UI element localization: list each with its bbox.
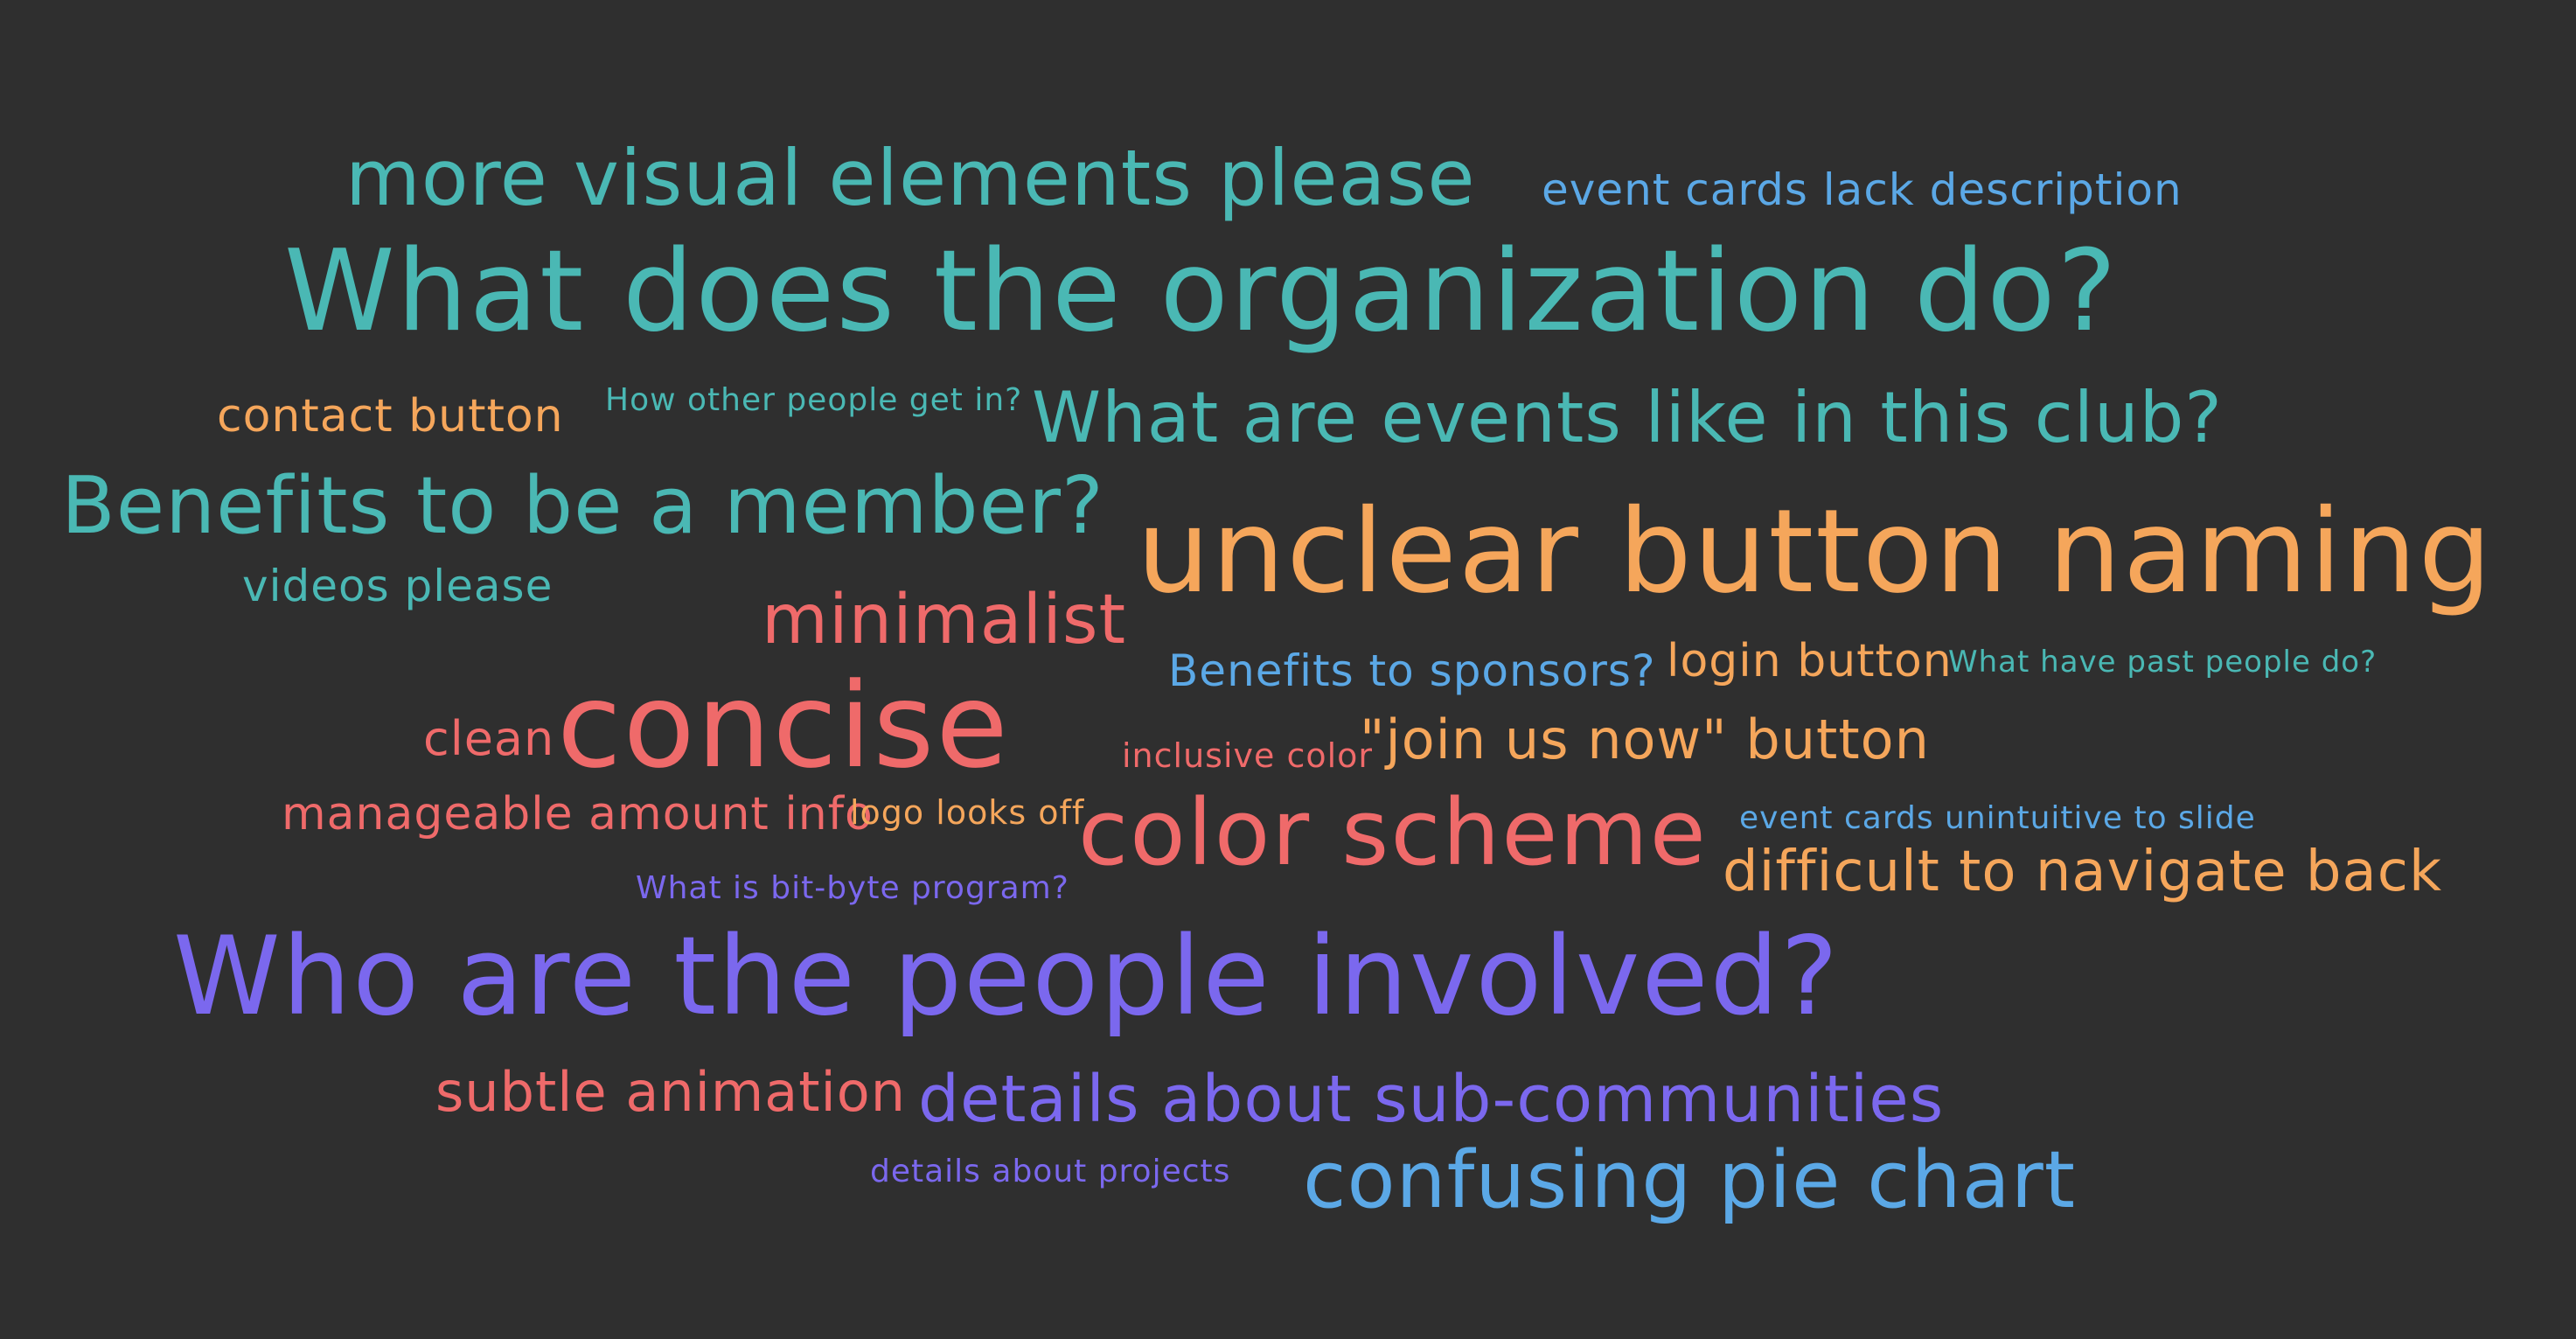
word-what-have-past-people-do: What have past people do? [1948, 645, 2378, 680]
word-clean: clean [423, 711, 555, 766]
word-more-visual-elements: more visual elements please [345, 133, 1476, 223]
word-minimalist: minimalist [762, 581, 1127, 659]
word-videos-please: videos please [242, 561, 553, 611]
word-color-scheme: color scheme [1078, 779, 1708, 886]
word-confusing-pie-chart: confusing pie chart [1303, 1134, 2077, 1226]
word-difficult-to-navigate-back: difficult to navigate back [1723, 840, 2442, 904]
word-how-other-people-get-in: How other people get in? [605, 382, 1023, 418]
word-what-is-bit-byte-program: What is bit-byte program? [636, 870, 1069, 906]
word-who-are-the-people-involved: Who are the people involved? [173, 914, 1841, 1040]
word-what-are-events-like: What are events like in this club? [1032, 377, 2223, 458]
word-subtle-animation: subtle animation [435, 1060, 907, 1124]
word-benefits-to-be-member: Benefits to be a member? [61, 460, 1104, 552]
word-details-about-sub-communities: details about sub-communities [918, 1062, 1945, 1137]
word-inclusive-color: inclusive color [1122, 736, 1374, 775]
word-details-about-projects: details about projects [870, 1154, 1231, 1189]
word-event-cards-lack-description: event cards lack description [1542, 164, 2183, 215]
word-contact-button: contact button [217, 390, 564, 443]
word-logo-looks-off: logo looks off [850, 793, 1085, 832]
word-manageable-amount-info: manageable amount info [282, 788, 874, 840]
word-benefits-to-sponsors: Benefits to sponsors? [1168, 645, 1656, 696]
word-what-does-organization-do: What does the organization do? [284, 227, 2119, 357]
word-concise: concise [557, 658, 1010, 794]
word-event-cards-unintuitive: event cards unintuitive to slide [1739, 800, 2256, 836]
word-unclear-button-naming: unclear button naming [1137, 485, 2494, 619]
word-login-button: login button [1667, 635, 1953, 687]
word-join-us-now-button: "join us now" button [1360, 708, 1930, 771]
